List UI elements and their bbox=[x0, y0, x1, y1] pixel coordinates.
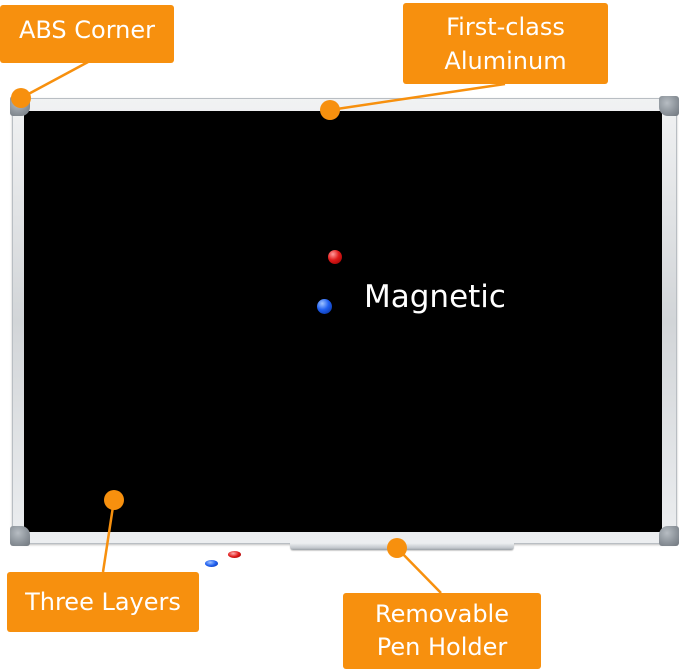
callout-aluminum: First-class Aluminum bbox=[403, 3, 608, 84]
abs-corner-top-right bbox=[659, 96, 679, 116]
callout-three-layers-text: Three Layers bbox=[25, 588, 181, 616]
magnetic-label: Magnetic bbox=[364, 279, 506, 315]
red-magnet-loose bbox=[228, 551, 241, 558]
marker-dot-abs-corner bbox=[11, 88, 31, 108]
marker-dot-aluminum bbox=[320, 100, 340, 120]
marker-dot-three-layers bbox=[104, 490, 124, 510]
blue-magnet-loose bbox=[205, 560, 218, 567]
blackboard-surface bbox=[24, 111, 662, 532]
callout-three-layers: Three Layers bbox=[7, 572, 199, 632]
callout-aluminum-line1: First-class bbox=[446, 13, 565, 41]
abs-corner-bottom-left bbox=[10, 526, 30, 546]
red-magnet bbox=[328, 250, 342, 264]
leader-abs-corner bbox=[20, 60, 89, 100]
callout-abs-corner-text: ABS Corner bbox=[18, 16, 156, 44]
callout-pen-holder-line1: Removable bbox=[374, 600, 509, 628]
callout-abs-corner: ABS Corner bbox=[0, 5, 174, 63]
blue-magnet bbox=[317, 299, 332, 314]
marker-dot-pen-holder bbox=[387, 538, 407, 558]
callout-pen-holder-line2: Pen Holder bbox=[376, 633, 508, 661]
callout-pen-holder: Removable Pen Holder bbox=[343, 593, 541, 669]
callout-aluminum-line2: Aluminum bbox=[444, 47, 567, 75]
abs-corner-bottom-right bbox=[659, 526, 679, 546]
